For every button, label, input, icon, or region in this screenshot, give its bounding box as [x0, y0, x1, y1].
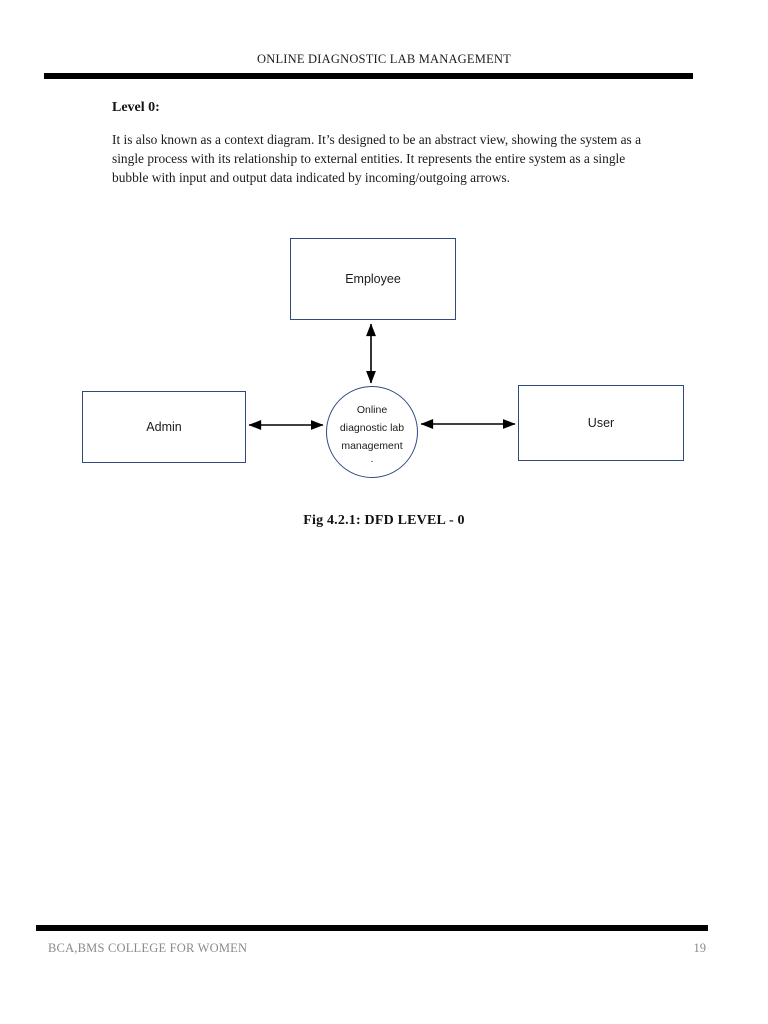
process-label-line4: .	[370, 453, 374, 465]
page-title: Level 0:	[112, 100, 160, 115]
process-bubble: Online diagnostic lab management .	[326, 386, 418, 478]
body-paragraph: It is also known as a context diagram. I…	[112, 132, 642, 186]
footer-rule	[36, 925, 708, 931]
header-rule	[44, 73, 693, 79]
dfd-level0-diagram: Employee Admin User Online diagnostic la…	[0, 228, 768, 498]
entity-user-label: User	[587, 416, 615, 430]
footer-page-number: 19	[693, 941, 707, 955]
entity-user: User	[518, 385, 684, 461]
footer-institution: BCA,BMS COLLEGE FOR WOMEN	[48, 941, 248, 955]
entity-employee-label: Employee	[345, 272, 401, 286]
entity-employee: Employee	[290, 238, 456, 320]
dfd-arrows	[248, 323, 516, 430]
entity-admin-label: Admin	[146, 420, 182, 434]
entity-admin: Admin	[82, 391, 246, 463]
process-label-line1: Online	[356, 404, 388, 416]
process-label-line2: diagnostic lab	[339, 422, 405, 434]
running-head: ONLINE DIAGNOSTIC LAB MANAGEMENT	[257, 52, 511, 66]
figure-caption: Fig 4.2.1: DFD LEVEL - 0	[303, 513, 465, 528]
process-label-line3: management	[341, 440, 403, 452]
